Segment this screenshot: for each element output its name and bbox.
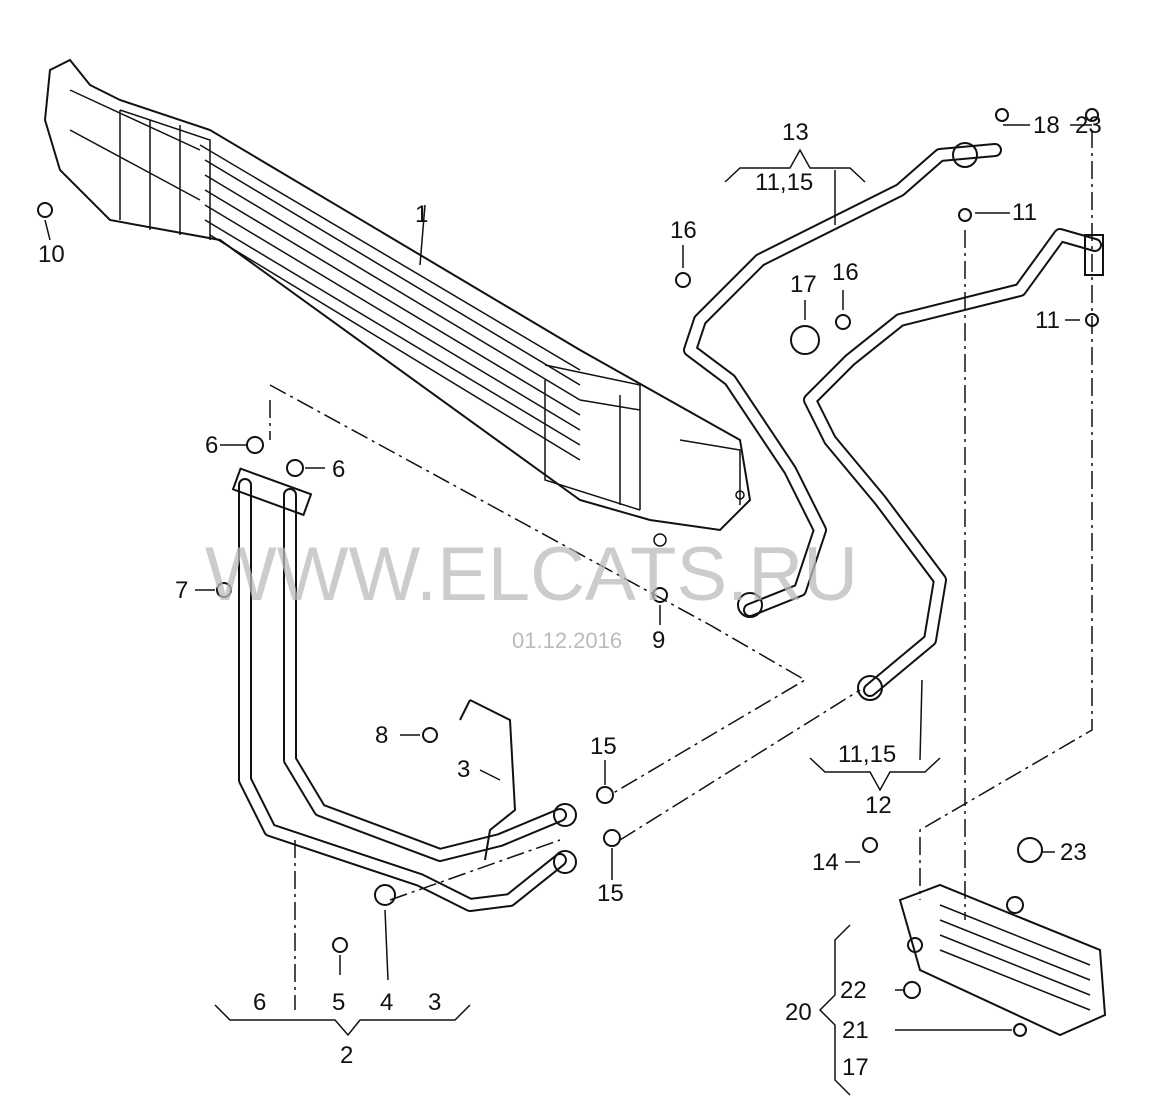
label-5: 5	[332, 989, 345, 1016]
label-8: 8	[375, 722, 388, 749]
label-17b: 17	[842, 1054, 869, 1081]
leader-lines	[44, 124, 1093, 1096]
watermark: WWW.ELCATS.RU	[205, 532, 858, 617]
label-23a: 23	[1075, 112, 1102, 139]
label-11-15-bottom: 11,15	[838, 741, 896, 768]
transmission-cooler-part-20	[898, 883, 1107, 1037]
label-14: 14	[812, 849, 839, 876]
oil-cooler-part-1	[43, 58, 752, 547]
label-16b: 16	[832, 259, 859, 286]
label-13: 13	[782, 119, 809, 146]
label-6b: 6	[332, 456, 345, 483]
label-11b: 11	[1035, 307, 1060, 334]
label-4: 4	[380, 989, 393, 1016]
label-12: 12	[865, 792, 892, 819]
label-11a: 11	[1012, 199, 1037, 226]
label-3b: 3	[428, 989, 441, 1016]
label-16a: 16	[670, 217, 697, 244]
fasteners	[37, 108, 1099, 1037]
part-labels: 1 10 13 11,15 16 18 11 17 16 11 6 6 7 9 …	[38, 112, 1102, 1081]
label-2: 2	[340, 1042, 353, 1069]
pipe-13	[683, 142, 1104, 701]
label-15b: 15	[597, 880, 624, 907]
label-22: 22	[840, 977, 867, 1004]
label-10: 10	[38, 241, 65, 268]
label-17a: 17	[790, 271, 817, 298]
label-18: 18	[1033, 112, 1060, 139]
label-1: 1	[415, 201, 428, 228]
label-9: 9	[652, 627, 665, 654]
label-6a: 6	[205, 432, 218, 459]
label-6c: 6	[253, 989, 266, 1016]
label-23b: 23	[1060, 839, 1087, 866]
label-7: 7	[175, 577, 188, 604]
label-3a: 3	[457, 756, 470, 783]
label-21: 21	[842, 1017, 869, 1044]
label-11-15-top: 11,15	[755, 169, 813, 196]
label-15a: 15	[590, 733, 617, 760]
pipe-2	[231, 467, 577, 912]
watermark-date: 01.12.2016	[512, 628, 622, 653]
label-20: 20	[785, 999, 812, 1026]
